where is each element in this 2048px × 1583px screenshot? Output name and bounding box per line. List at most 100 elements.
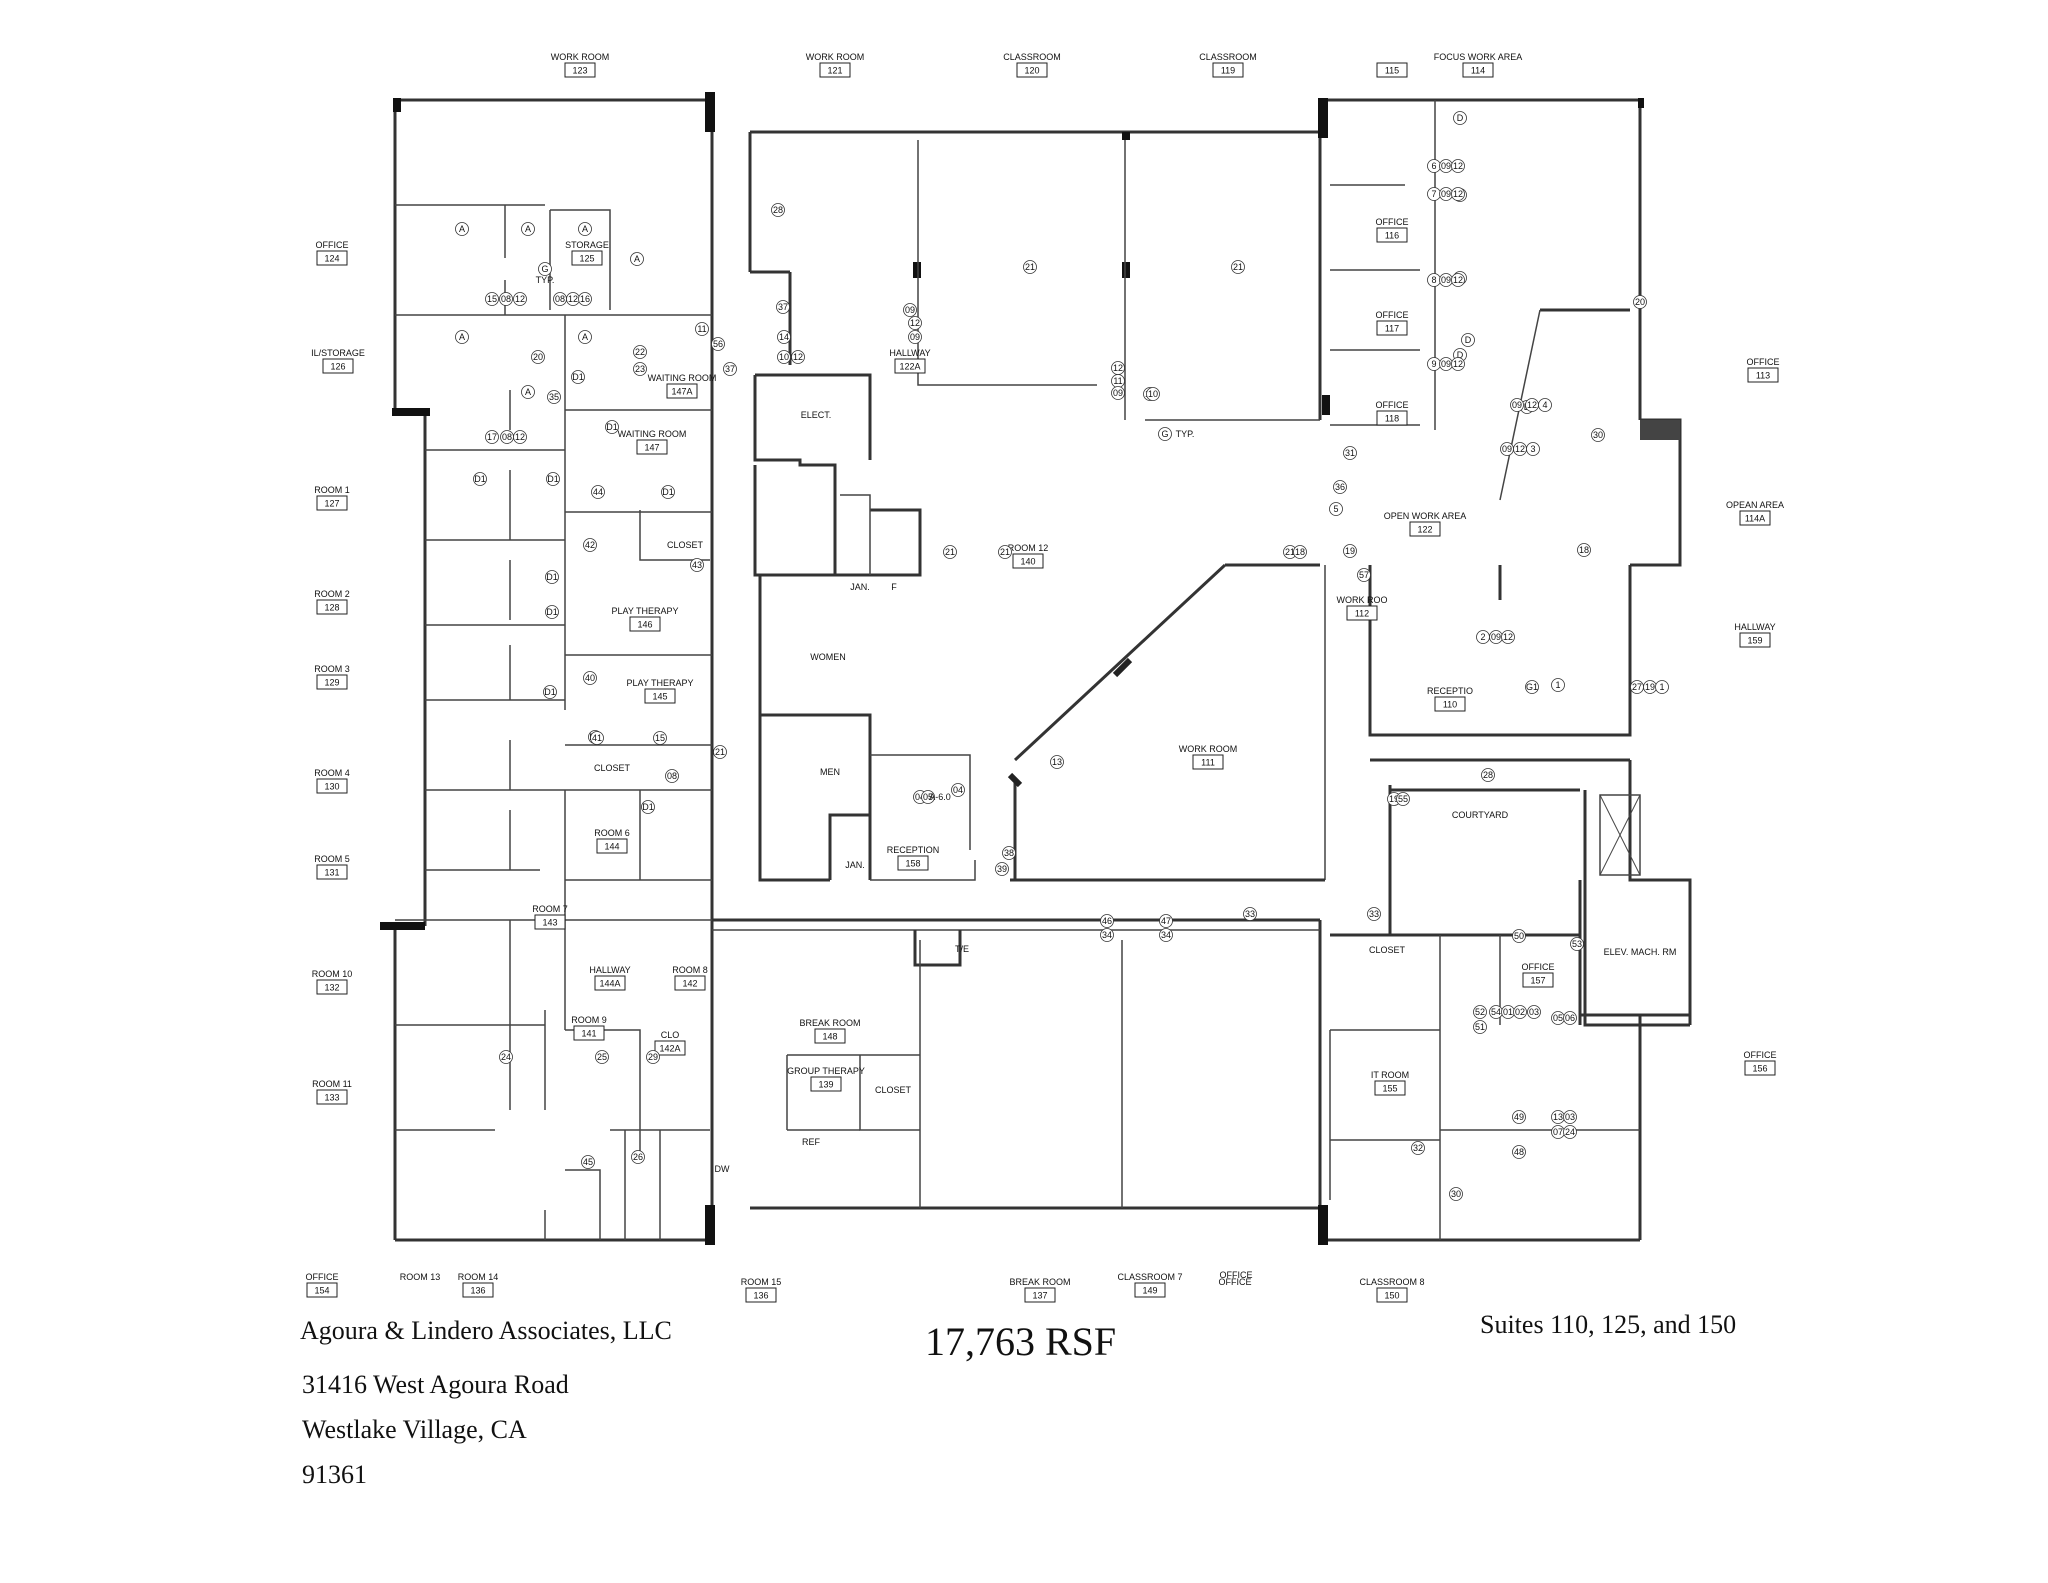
room-number: 112 — [1355, 609, 1369, 619]
tag-text: D1 — [546, 607, 558, 617]
tag-text: A — [525, 224, 531, 234]
tag-circle — [711, 337, 725, 351]
tag-text: 28 — [1483, 770, 1493, 780]
tag-text: D1 — [474, 474, 486, 484]
tag-text: 13 — [1553, 1112, 1563, 1122]
tag-circle — [1563, 1110, 1577, 1124]
tag-text: 55 — [1398, 794, 1408, 804]
room-number: 116 — [1385, 231, 1399, 241]
tag-text: 20 — [1635, 297, 1645, 307]
keynote-tag: 09 — [1439, 357, 1453, 371]
keynote-tag: A — [578, 222, 592, 236]
keynote-tag: 8 — [1427, 273, 1441, 287]
tag-circle — [1473, 1020, 1487, 1034]
room-number: 114A — [1745, 514, 1765, 524]
tag-text: 1 — [1555, 680, 1560, 690]
heavy-columns — [380, 92, 1680, 1245]
keynote-tag: 28 — [771, 203, 785, 217]
room-number-box — [316, 599, 348, 615]
keynote-tag: 46 — [1100, 914, 1114, 928]
tag-circle — [578, 222, 592, 236]
room-number: 149 — [1142, 1286, 1157, 1296]
keynote-tag: 43 — [690, 558, 704, 572]
keynote-tag: 08 — [553, 292, 567, 306]
tag-text: 47 — [1161, 916, 1171, 926]
room-number: 119 — [1221, 66, 1235, 76]
tag-text: 6 — [1431, 161, 1436, 171]
keynote-tag: 09 — [1510, 398, 1524, 412]
tag-text: 09 — [1491, 632, 1501, 642]
room-name: WAITING ROOM — [648, 373, 717, 383]
room-number-box — [1739, 510, 1771, 526]
room-number: 137 — [1032, 1291, 1047, 1301]
tag-text: 08 — [501, 294, 511, 304]
room-name: BREAK ROOM — [799, 1018, 860, 1028]
tag-text: 05 — [1553, 1013, 1563, 1023]
room-number-box — [1016, 62, 1048, 78]
keynote-tag: 12 — [1513, 442, 1527, 456]
room-name: GROUP THERAPY — [787, 1066, 865, 1076]
room-number: 136 — [470, 1286, 485, 1296]
room-name: CLO — [661, 1030, 680, 1040]
room-number-box — [316, 495, 348, 511]
keynote-tag: 33 — [1243, 907, 1257, 921]
tag-text: 21 — [1233, 262, 1243, 272]
keynote-tag: D1 — [661, 485, 675, 499]
keynote-tag: 5 — [1329, 502, 1343, 516]
tag-text: 21 — [715, 747, 725, 757]
keynote-tag: 49 — [1512, 1110, 1526, 1124]
tag-text: 09 — [1441, 189, 1451, 199]
tag-circle — [1333, 480, 1347, 494]
room-name: ROOM 8 — [672, 965, 708, 975]
keynote-tag: 34 — [1159, 928, 1173, 942]
room-name: ROOM 9 — [571, 1015, 607, 1025]
tag-text: 03 — [1565, 1112, 1575, 1122]
room-number-box — [1376, 227, 1408, 243]
keynote-tag: 7 — [1427, 187, 1441, 201]
keynote-tag: 09 — [1111, 386, 1125, 400]
room-name: ROOM 2 — [314, 589, 350, 599]
keynote-tag: 1 — [1551, 678, 1565, 692]
tag-circle — [1451, 357, 1465, 371]
tag-circle — [455, 222, 469, 236]
tag-text: 41 — [592, 733, 602, 743]
tag-text: 12 — [1113, 363, 1123, 373]
tag-circle — [513, 430, 527, 444]
room-number-box — [316, 979, 348, 995]
room-number: 145 — [652, 692, 667, 702]
room-number: 148 — [822, 1032, 837, 1042]
tag-circle — [1481, 768, 1495, 782]
tag-text: 09 — [910, 332, 920, 342]
tag-circle — [590, 731, 604, 745]
tag-text: 40 — [585, 673, 595, 683]
tag-text: A — [525, 387, 531, 397]
keynote-tag: 6 — [1427, 159, 1441, 173]
tag-circle — [1367, 907, 1381, 921]
tag-circle — [1591, 428, 1605, 442]
tag-circle — [583, 538, 597, 552]
tag-text: A-6.0 — [929, 792, 951, 802]
tag-text: 8 — [1431, 275, 1436, 285]
room-name: ROOM 6 — [594, 828, 630, 838]
tag-text: A — [459, 332, 465, 342]
keynote-tag: 27 — [1630, 680, 1644, 694]
keynote-tag: 53 — [1570, 937, 1584, 951]
room-number-box — [564, 62, 596, 78]
room-number-box — [1376, 1287, 1408, 1303]
tag-text: 23 — [635, 364, 645, 374]
tag-text: 09 — [1113, 388, 1123, 398]
tag-circle — [547, 390, 561, 404]
keynote-tag: 05 — [921, 790, 935, 804]
room-number: 131 — [324, 868, 339, 878]
keynote-tag: 12 — [1451, 187, 1465, 201]
tag-text: G — [541, 264, 548, 274]
